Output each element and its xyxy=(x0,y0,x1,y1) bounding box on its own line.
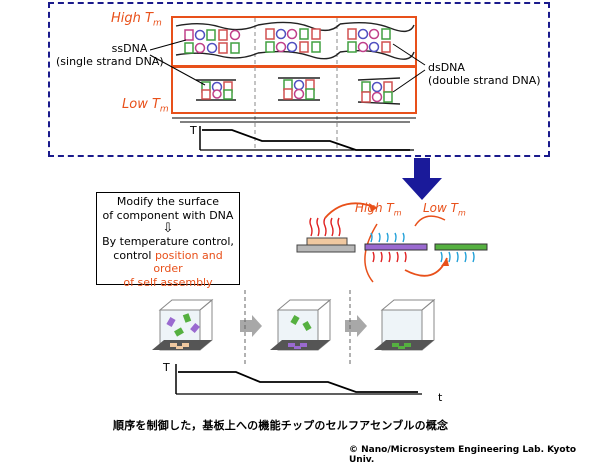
high-tm-label-top: High Tm xyxy=(111,11,162,29)
stage-3-cube xyxy=(374,298,436,351)
high-tm-strands xyxy=(175,21,415,60)
process-line-5: of self assembly xyxy=(123,275,213,289)
stage-1-cube xyxy=(152,298,214,351)
self-assembly-stages xyxy=(152,290,436,365)
hybridization-diagram xyxy=(149,16,426,151)
down-arrow-icon xyxy=(402,158,442,200)
ssdna-label-full: (single strand DNA) xyxy=(56,55,164,68)
chip-assembly-diagram xyxy=(296,202,488,283)
process-line-1: Modify the surface xyxy=(116,195,220,208)
top-diagram-frame xyxy=(48,2,550,157)
stage-arrow-2 xyxy=(345,315,367,337)
high-tm-bases xyxy=(184,28,391,54)
bottom-graph-t-axis-label: T xyxy=(163,361,170,374)
high-tm-label-mid: High Tm xyxy=(355,201,402,218)
temperature-profile-graph xyxy=(175,364,422,395)
stage-arrow-1 xyxy=(240,315,262,337)
stage-2-cube xyxy=(270,298,332,351)
low-tm-bases xyxy=(201,79,393,103)
copyright-credit: © Nano/Microsystem Engineering Lab. Kyot… xyxy=(349,445,577,465)
cooling-arrow xyxy=(404,257,448,277)
process-arrow-icon: ⇩ xyxy=(162,221,174,236)
top-graph-t-axis-label: T xyxy=(190,124,197,137)
process-line-3: By temperature control, xyxy=(102,235,234,248)
bottom-graph-time-axis-label: t xyxy=(438,391,443,404)
dsdna-label-full: (double strand DNA) xyxy=(428,74,541,87)
process-line-4: control position and order xyxy=(113,248,223,276)
low-tm-label-mid: Low Tm xyxy=(423,201,466,218)
process-line-2: of component with DNA xyxy=(102,208,234,222)
ssdna-label: ssDNA xyxy=(111,42,148,55)
dsdna-label: dsDNA xyxy=(428,61,465,74)
low-tm-box xyxy=(171,66,417,114)
low-tm-label-top: Low Tm xyxy=(122,97,169,115)
figure-caption: 順序を制御した，基板上への機能チップのセルフアセンブルの概念 xyxy=(113,419,449,432)
process-description-box: Modify the surface of component with DNA… xyxy=(96,192,240,289)
